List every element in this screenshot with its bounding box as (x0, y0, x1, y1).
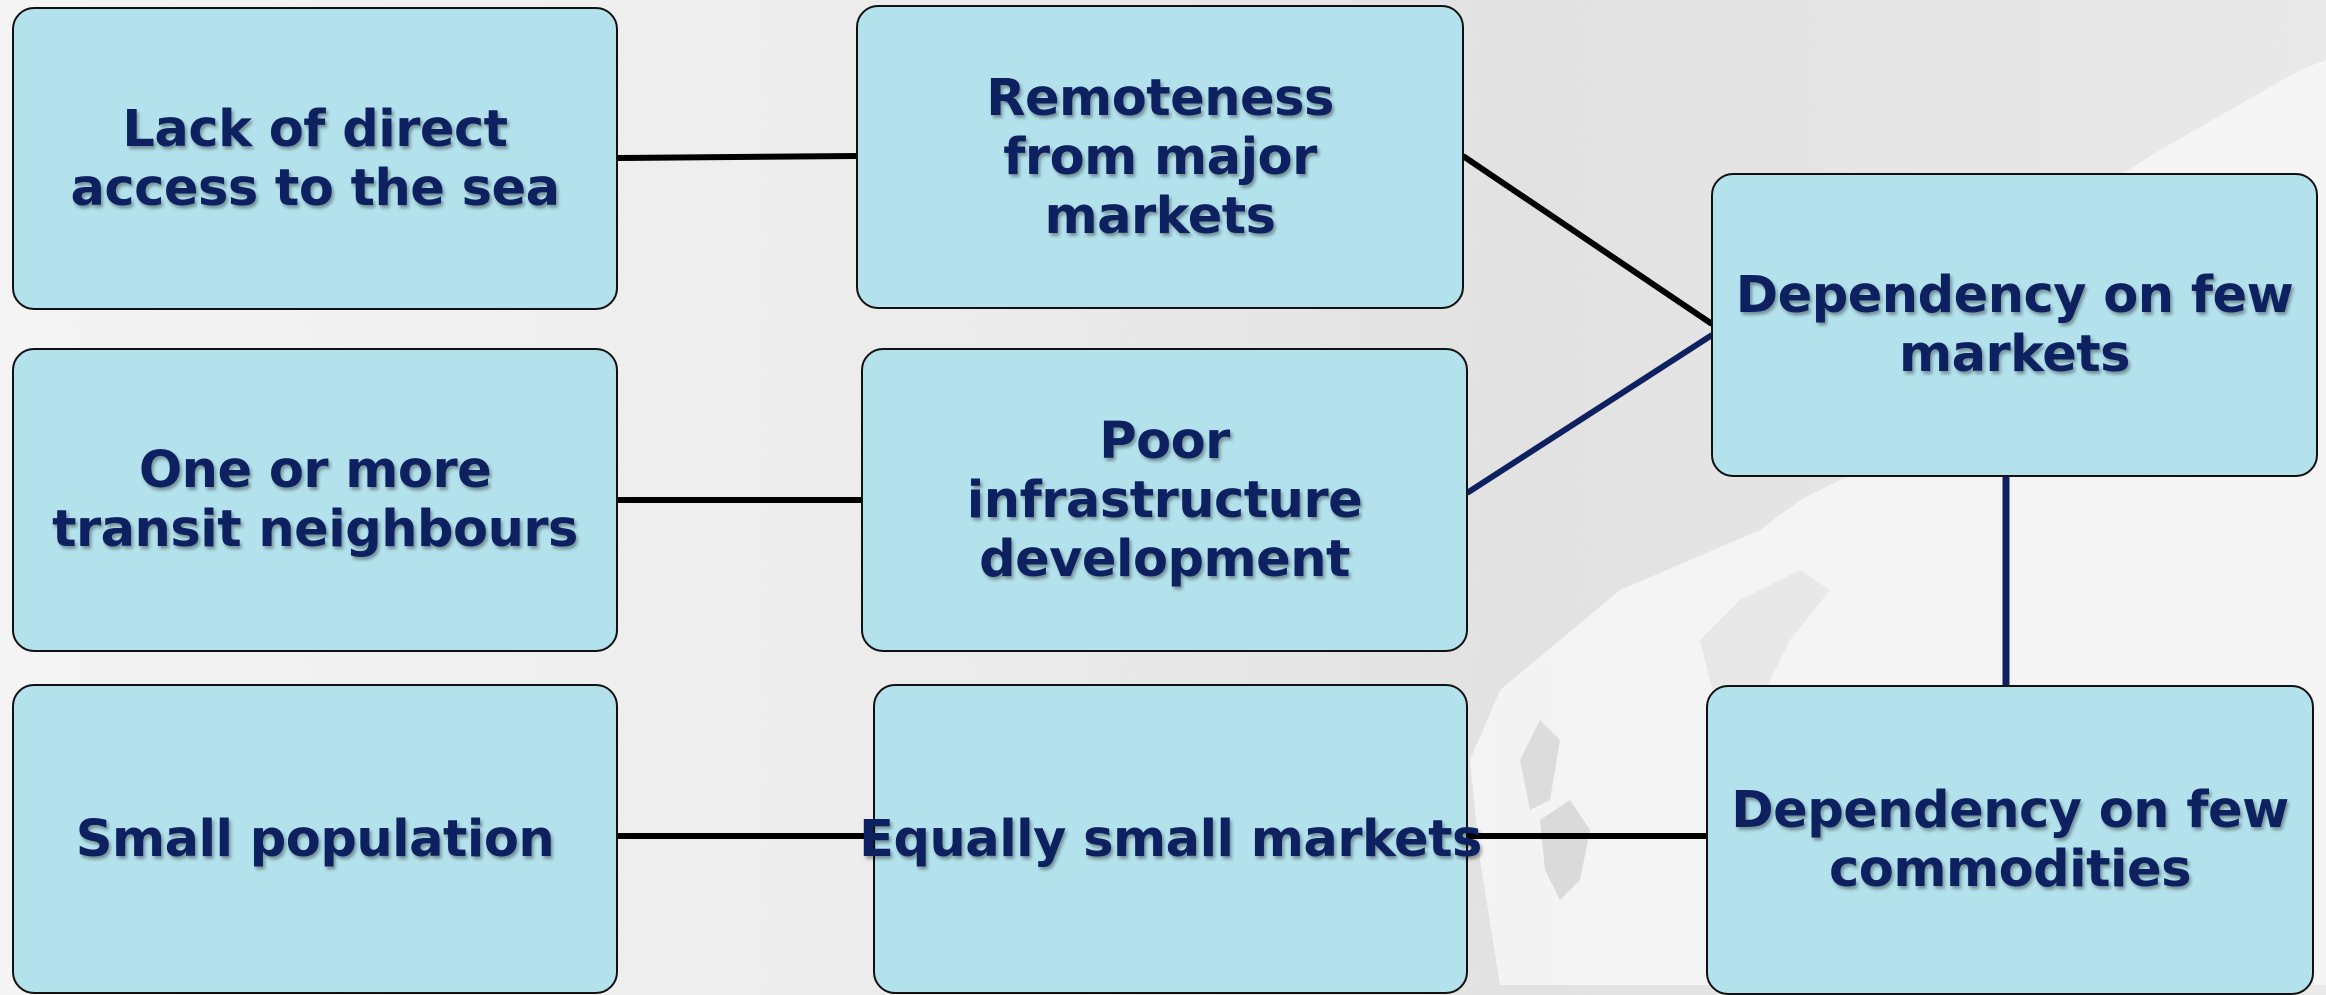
node-label: Poor infrastructure development (966, 411, 1363, 589)
node-transit-neighbours: One or more transit neighbours (12, 348, 618, 652)
node-label: Lack of direct access to the sea (70, 99, 561, 218)
node-label: Dependency on few markets (1735, 266, 2294, 384)
node-equally-small-markets: Equally small markets (859, 684, 1482, 994)
connector-infrastructure-dependency (1465, 332, 1714, 496)
node-label: One or more transit neighbours (52, 441, 578, 559)
connector-access-remoteness (616, 153, 858, 161)
node-remoteness-from-markets: Remoteness from major markets (856, 5, 1464, 309)
node-label: Remoteness from major markets (986, 68, 1334, 246)
node-label: Dependency on few commodities (1731, 781, 2289, 899)
node-label: Equally small markets (859, 809, 1482, 869)
node-small-population: Small population (12, 684, 618, 994)
node-dependency-on-few-markets: Dependency on few markets (1711, 173, 2318, 477)
node-poor-infrastructure: Poor infrastructure development (861, 348, 1468, 652)
node-dependency-on-few-commodities: Dependency on few commodities (1706, 685, 2314, 995)
connector-remoteness-dependency (1461, 153, 1714, 327)
node-lack-of-sea-access: Lack of direct access to the sea (12, 7, 618, 310)
node-label: Small population (75, 809, 555, 869)
